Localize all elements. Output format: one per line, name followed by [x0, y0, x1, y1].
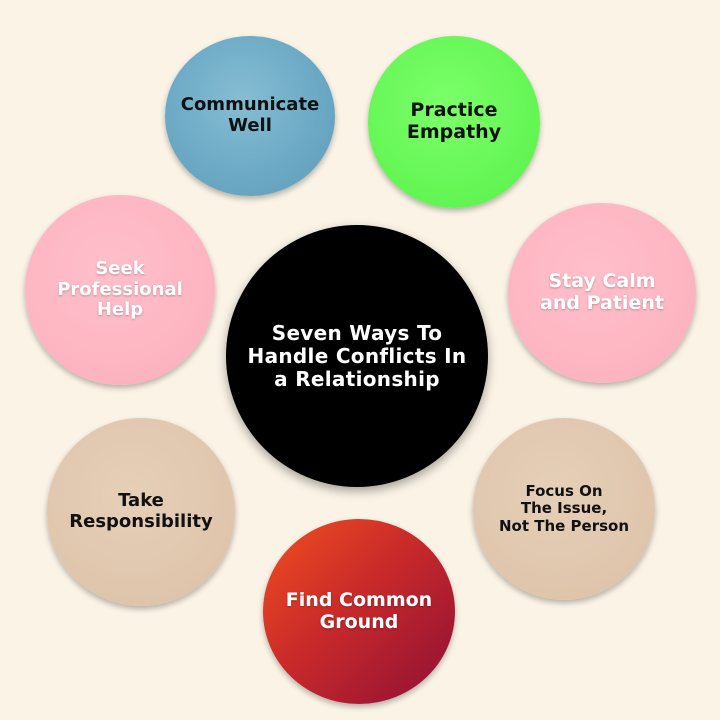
circle-label: Seek Professional Help	[57, 257, 183, 321]
circle-focus-on-issue: Focus On The Issue, Not The Person	[473, 418, 655, 600]
circle-label: Find Common Ground	[285, 588, 433, 633]
circle-label: Communicate Well	[180, 94, 320, 136]
circle-practice-empathy: Practice Empathy	[368, 36, 540, 208]
circle-label: Stay Calm and Patient	[540, 270, 664, 314]
circle-label: Focus On The Issue, Not The Person	[498, 482, 630, 535]
circle-take-responsibility: Take Responsibility	[47, 418, 235, 606]
circle-seek-help: Seek Professional Help	[25, 195, 215, 385]
circle-label: Practice Empathy	[406, 99, 502, 143]
center-title: Seven Ways To Handle Conflicts In a Rela…	[247, 320, 467, 391]
circle-label: Take Responsibility	[69, 490, 213, 532]
circle-stay-calm: Stay Calm and Patient	[508, 203, 696, 383]
circle-communicate-well: Communicate Well	[165, 36, 335, 196]
circle-find-common-ground: Find Common Ground	[263, 519, 455, 704]
center-circle: Seven Ways To Handle Conflicts In a Rela…	[226, 225, 488, 487]
